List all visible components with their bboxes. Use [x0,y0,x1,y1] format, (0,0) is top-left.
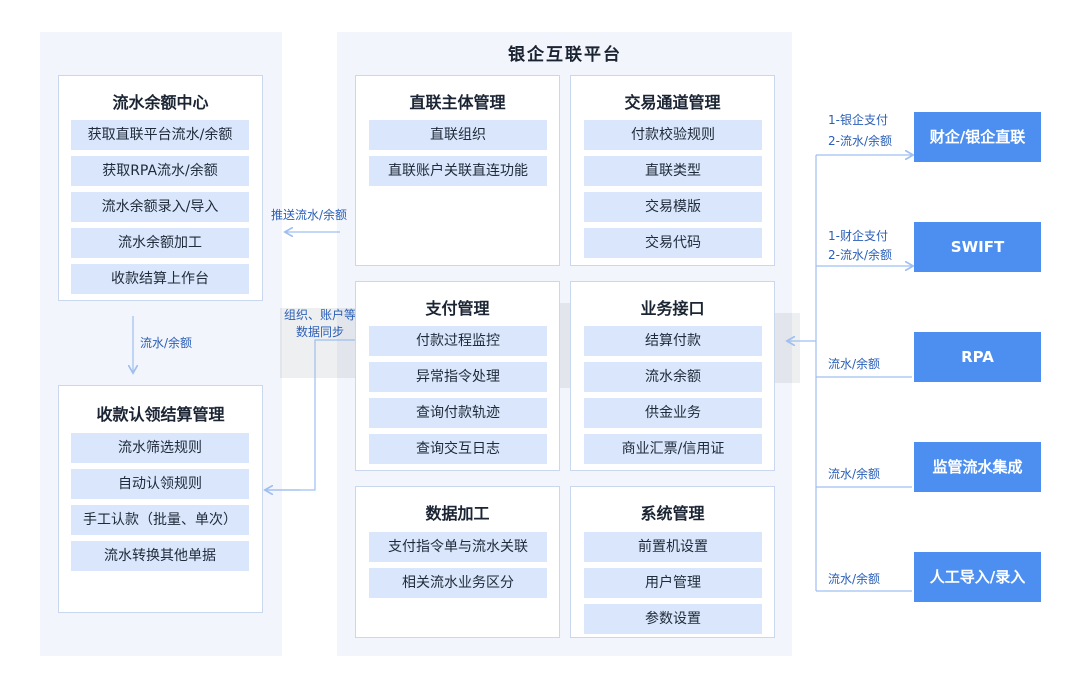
external-manual: 人工导入/录入 [914,552,1041,602]
channel-item: 直联类型 [584,156,762,186]
flow-center-item: 流水余额加工 [71,228,249,258]
payment-item: 异常指令处理 [369,362,547,392]
direct-entity-item: 直联账户关联直连功能 [369,156,547,186]
business-interface-item: 商业汇票/信用证 [584,434,762,464]
channel-item: 交易代码 [584,228,762,258]
data-processing-item: 支付指令单与流水关联 [369,532,547,562]
external-swift: SWIFT [914,222,1041,272]
payment-item: 查询付款轨迹 [369,398,547,428]
sync-label-2: 数据同步 [295,325,344,339]
system-box: 系统管理 前置机设置 用户管理 参数设置 [570,486,775,638]
sync-arrow [265,340,366,491]
flow-center-box: 流水余额中心 获取直联平台流水/余额 获取RPA流水/余额 流水余额录入/导入 … [58,75,263,301]
channel-title: 交易通道管理 [624,93,721,112]
external-bank-direct-label-1: 1-银企支付 [828,113,888,127]
direct-entity-box: 直联主体管理 直联组织 直联账户关联直连功能 [355,75,560,266]
business-interface-item: 流水余额 [584,362,762,392]
flow-center-item: 获取直联平台流水/余额 [71,120,249,150]
direct-entity-title: 直联主体管理 [409,93,506,112]
business-interface-title: 业务接口 [640,299,705,318]
system-title: 系统管理 [640,504,705,523]
receipt-mgmt-item: 流水转换其他单据 [71,541,249,571]
system-item: 参数设置 [584,604,762,634]
receipt-mgmt-item: 流水筛选规则 [71,433,249,463]
down-label: 流水/余额 [140,336,193,350]
data-processing-title: 数据加工 [425,504,490,523]
receipt-mgmt-title: 收款认领结算管理 [96,405,225,424]
payment-box: 支付管理 付款过程监控 异常指令处理 查询付款轨迹 查询交互日志 [355,281,560,471]
push-label: 推送流水/余额 [271,208,348,222]
platform-title: 银企互联平台 [508,45,622,65]
direct-entity-item: 直联组织 [369,120,547,150]
data-processing-item: 相关流水业务区分 [369,568,547,598]
sync-label-1: 组织、账户等 [283,308,356,322]
external-bank-direct-label-2: 2-流水/余额 [828,134,893,148]
external-swift-label-2: 2-流水/余额 [828,248,893,262]
payment-item: 查询交互日志 [369,434,547,464]
external-rpa-label: 流水/余额 [828,357,881,371]
business-interface-box: 业务接口 结算付款 流水余额 供金业务 商业汇票/信用证 [570,281,775,471]
external-swift-label-1: 1-财企支付 [828,229,888,243]
external-manual-label: 流水/余额 [828,572,881,586]
receipt-mgmt-item: 手工认款（批量、单次） [71,505,249,535]
flow-center-item: 获取RPA流水/余额 [71,156,249,186]
receipt-mgmt-item: 自动认领规则 [71,469,249,499]
channel-item: 付款校验规则 [584,120,762,150]
receipt-mgmt-box: 收款认领结算管理 流水筛选规则 自动认领规则 手工认款（批量、单次） 流水转换其… [58,385,263,613]
payment-title: 支付管理 [425,299,490,318]
system-item: 前置机设置 [584,532,762,562]
system-item: 用户管理 [584,568,762,598]
flow-center-item: 流水余额录入/导入 [71,192,249,222]
business-interface-item: 供金业务 [584,398,762,428]
external-bank-direct: 财企/银企直联 [914,112,1041,162]
channel-item: 交易模版 [584,192,762,222]
business-interface-item: 结算付款 [584,326,762,356]
data-processing-box: 数据加工 支付指令单与流水关联 相关流水业务区分 [355,486,560,638]
external-regulatory-label: 流水/余额 [828,467,881,481]
external-rpa: RPA [914,332,1041,382]
external-regulatory: 监管流水集成 [914,442,1041,492]
flow-center-title: 流水余额中心 [112,93,209,112]
channel-box: 交易通道管理 付款校验规则 直联类型 交易模版 交易代码 [570,75,775,266]
flow-center-item: 收款结算上作台 [71,264,249,294]
payment-item: 付款过程监控 [369,326,547,356]
